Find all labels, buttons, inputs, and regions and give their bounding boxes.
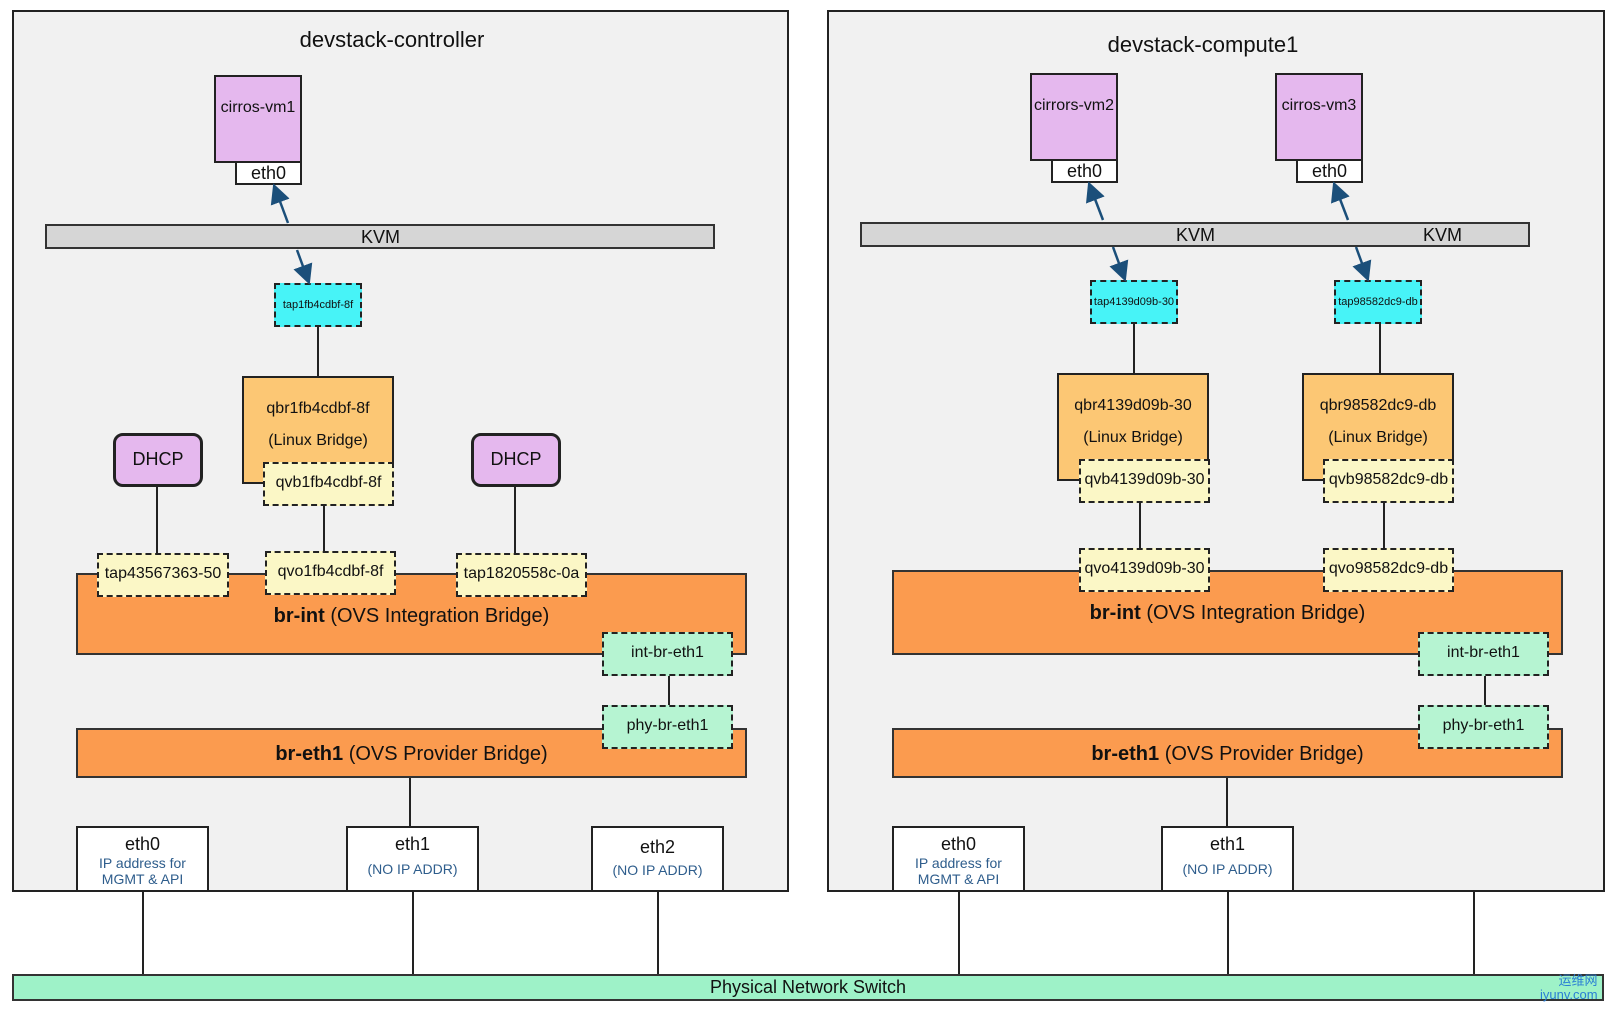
nic-desc-2: MGMT & API [101, 871, 184, 887]
link-qvb-qvo-3 [1383, 503, 1385, 548]
controller-kvm-bar: KVM [45, 224, 715, 249]
int-br-eth1-port: int-br-eth1 [1418, 632, 1549, 676]
link-tap-qbr-3 [1379, 324, 1381, 373]
br-eth1-bold: br-eth1 [275, 743, 344, 765]
qbr-name: qbr4139d09b-30 [1074, 397, 1192, 414]
phy-br-eth1-port: phy-br-eth1 [602, 705, 733, 749]
nic-name: eth1 [394, 834, 431, 854]
nic-desc: IP address for [99, 855, 186, 871]
link-int-phy-2 [1484, 676, 1486, 705]
link-breth1-nic-2 [1226, 778, 1228, 826]
vm1-eth0: eth0 [235, 161, 302, 185]
qbr-sub: (Linux Bridge) [268, 432, 368, 449]
kvm-label-1: KVM [1176, 225, 1216, 245]
link-qvb-qvo [323, 506, 325, 551]
arrow-kvm-to-tap1 [293, 249, 313, 285]
uplink-cmp-3 [1473, 892, 1475, 974]
dhcp-namespace-2: DHCP [471, 433, 561, 487]
uplink-ctrl-eth1 [412, 892, 414, 974]
int-br-eth1-port: int-br-eth1 [602, 632, 733, 676]
vm-cirros-vm3: cirros-vm3 [1275, 73, 1363, 161]
vm2-eth0: eth0 [1051, 159, 1118, 183]
nic-desc: (NO IP ADDR) [367, 861, 458, 877]
nic-name: eth1 [1209, 834, 1246, 854]
nic-desc: IP address for [915, 855, 1002, 871]
qvb-port-2: qvb4139d09b-30 [1079, 459, 1210, 503]
nic-name: eth2 [639, 837, 676, 857]
controller-host-title: devstack-controller [299, 27, 485, 52]
arrow-kvm-to-tap2 [1109, 246, 1129, 282]
tap-port-vm1: tap1fb4cdbf-8f [274, 283, 362, 327]
uplink-ctrl-eth0 [142, 892, 144, 974]
br-eth1-desc: (OVS Provider Bridge) [343, 743, 548, 765]
link-tap-qbr-2 [1133, 324, 1135, 373]
phy-br-eth1-port: phy-br-eth1 [1418, 705, 1549, 749]
qvb-port-3: qvb98582dc9-db [1323, 459, 1454, 503]
watermark-logo: 运维网 iyunv.com [1540, 974, 1598, 1002]
vm-cirrors-vm2: cirrors-vm2 [1030, 73, 1118, 161]
arrow-kvm-to-tap3 [1352, 246, 1372, 282]
uplink-cmp-eth0 [958, 892, 960, 974]
br-eth1-bold: br-eth1 [1091, 743, 1160, 765]
watermark-line2: iyunv.com [1540, 987, 1598, 1002]
qvo-port-2: qvo4139d09b-30 [1079, 548, 1210, 592]
link-tap-qbr [317, 327, 319, 376]
arrow-kvm-to-vm3 [1331, 181, 1350, 221]
nic-desc: (NO IP ADDR) [1182, 861, 1273, 877]
tap-port-vm2: tap4139d09b-30 [1090, 280, 1178, 324]
controller-nic-eth2: eth2 (NO IP ADDR) [591, 826, 724, 892]
br-int-desc: (OVS Integration Bridge) [324, 605, 550, 627]
br-int-bold: br-int [273, 605, 325, 627]
qbr-name: qbr1fb4cdbf-8f [266, 400, 370, 417]
qbr-sub: (Linux Bridge) [1083, 429, 1183, 446]
nic-name: eth0 [940, 834, 977, 854]
vm3-eth0: eth0 [1296, 159, 1363, 183]
dhcp-tap-port-2: tap1820558c-0a [456, 553, 587, 597]
controller-nic-eth0: eth0 IP address for MGMT & API [76, 826, 209, 892]
dhcp-namespace-1: DHCP [113, 433, 203, 487]
compute-host-title: devstack-compute1 [1107, 32, 1299, 57]
link-dhcp2-tap [514, 487, 516, 553]
link-dhcp1-tap [156, 487, 158, 553]
link-breth1-nic [409, 778, 411, 826]
watermark-line1: 运维网 [1558, 973, 1598, 988]
br-int-bold: br-int [1089, 602, 1141, 624]
arrow-kvm-to-vm1 [270, 183, 290, 224]
controller-nic-eth1: eth1 (NO IP ADDR) [346, 826, 479, 892]
compute-nic-eth0: eth0 IP address for MGMT & API [892, 826, 1025, 892]
nic-desc: (NO IP ADDR) [612, 862, 703, 878]
qvb-port-1: qvb1fb4cdbf-8f [263, 462, 394, 506]
qbr-sub: (Linux Bridge) [1328, 429, 1428, 446]
link-int-phy [668, 676, 670, 705]
br-eth1-desc: (OVS Provider Bridge) [1159, 743, 1364, 765]
qbr-name: qbr98582dc9-db [1319, 397, 1437, 414]
dhcp-tap-port-1: tap43567363-50 [97, 553, 229, 597]
qvo-port-1: qvo1fb4cdbf-8f [265, 551, 396, 595]
physical-network-switch: Physical Network Switch [12, 974, 1604, 1001]
nic-name: eth0 [124, 834, 161, 854]
nic-desc-2: MGMT & API [917, 871, 1000, 887]
link-qvb-qvo-2 [1139, 503, 1141, 548]
qvo-port-3: qvo98582dc9-db [1323, 548, 1454, 592]
uplink-ctrl-eth2 [657, 892, 659, 974]
compute-nic-eth1: eth1 (NO IP ADDR) [1161, 826, 1294, 892]
tap-port-vm3: tap98582dc9-db [1334, 280, 1422, 324]
compute-kvm-bar: KVM KVM [860, 222, 1530, 247]
br-int-desc: (OVS Integration Bridge) [1140, 602, 1366, 624]
uplink-cmp-eth1 [1227, 892, 1229, 974]
kvm-label-2: KVM [1423, 225, 1463, 245]
arrow-kvm-to-vm2 [1086, 181, 1105, 221]
kvm-label: KVM [361, 227, 401, 247]
